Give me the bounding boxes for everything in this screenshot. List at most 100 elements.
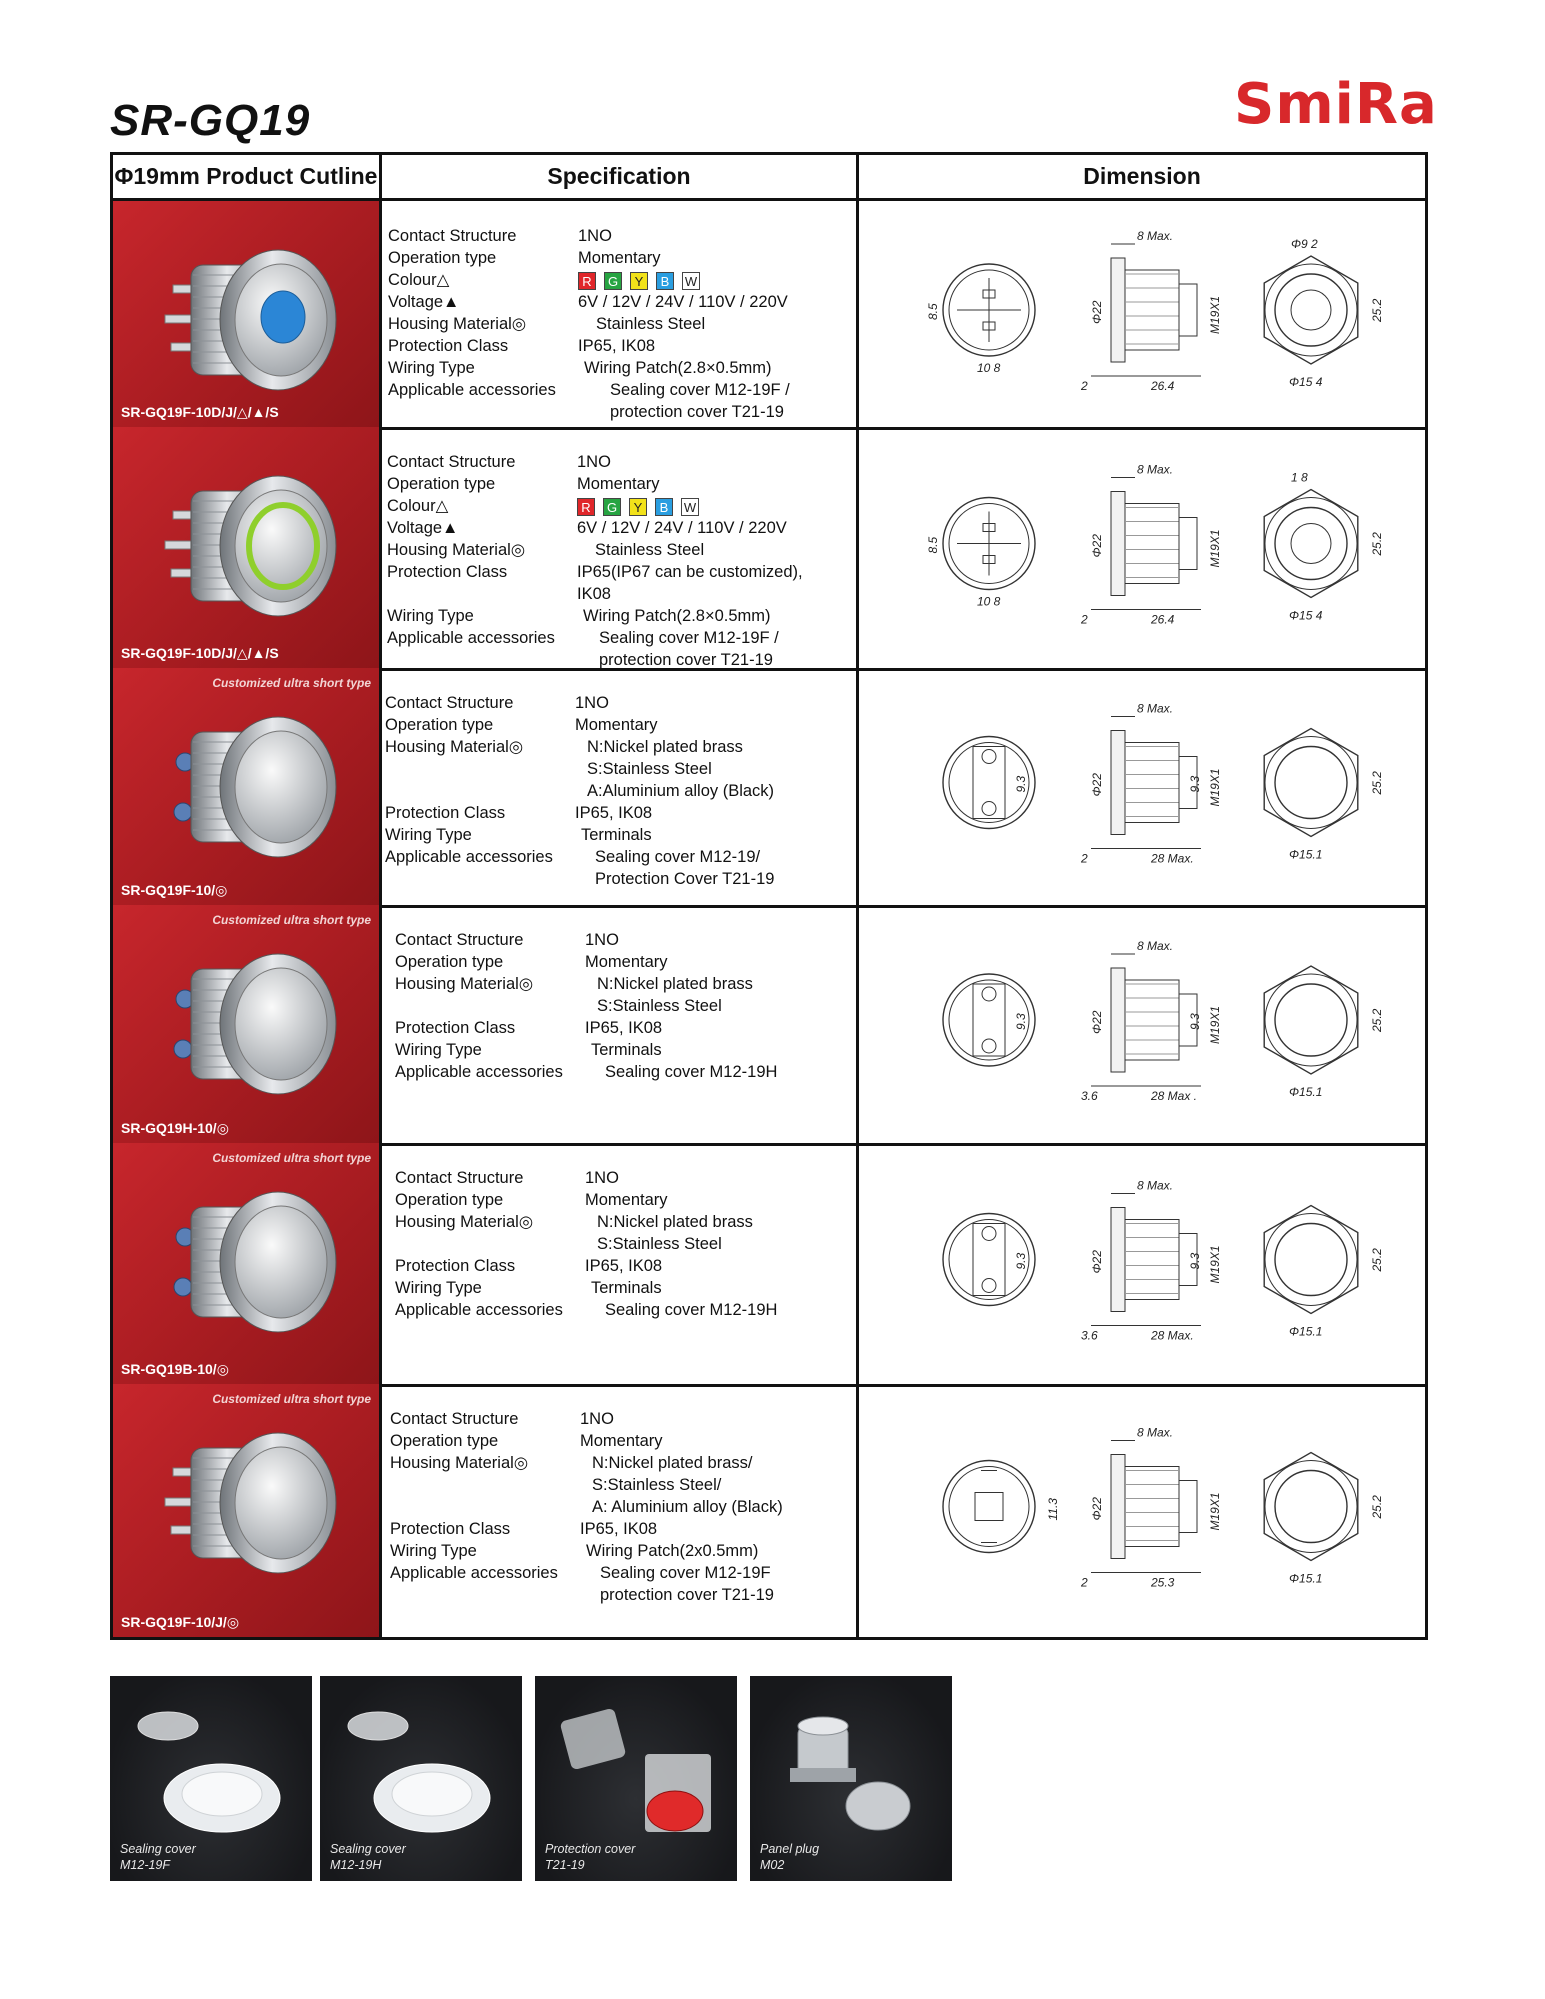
photo-tag: Customized ultra short type: [212, 913, 371, 927]
spec-label: Wiring Type: [388, 359, 475, 377]
spec-value: Momentary: [578, 249, 661, 267]
spec-label: Applicable accessories: [385, 848, 553, 866]
spec-value: Sealing cover M12-19H: [605, 1301, 778, 1319]
spec-value: Sealing cover M12-19F /: [599, 629, 779, 647]
spec-label: Protection Class: [385, 804, 506, 822]
dim-label: 2: [1080, 613, 1088, 627]
spec-label: Operation type: [387, 475, 496, 493]
accessory-code: M12-19F: [120, 1858, 171, 1872]
dim-label: 25.2: [1370, 1495, 1384, 1520]
accessory-name: Sealing cover: [330, 1842, 406, 1856]
spec-table: Φ19mm Product Cutline Specification Dime…: [110, 152, 1428, 1640]
spec-label: Protection Class: [387, 563, 508, 581]
spec-value: 1NO: [575, 694, 609, 712]
dim-label: 2: [1080, 379, 1088, 393]
accessory-name: Panel plug: [760, 1842, 820, 1856]
dim-label: 28 Max .: [1150, 1089, 1197, 1103]
spec-label: Protection Class: [395, 1019, 516, 1037]
dim-label: M19X1: [1208, 768, 1222, 806]
spec-value: Wiring Patch(2.8×0.5mm): [583, 607, 771, 625]
spec-value: N:Nickel plated brass: [597, 975, 753, 993]
spec-label: Applicable accessories: [387, 629, 555, 647]
spec-line: Applicable accessories Sealing cover M12-…: [387, 627, 849, 649]
spec-line: Contact Structure 1NO: [385, 692, 847, 714]
switch-photo-icon: [164, 249, 337, 391]
spec-value: S:Stainless Steel: [597, 997, 722, 1015]
spec-value: Terminals: [591, 1041, 662, 1059]
product-photo: SR-GQ19F-10D/J/△/▲/S: [113, 427, 379, 668]
dim-label: 11.3: [1046, 1498, 1060, 1521]
dim-label: 9.3: [1014, 1252, 1028, 1269]
spec-value: Terminals: [591, 1279, 662, 1297]
spec-label: Contact Structure: [395, 931, 524, 949]
dim-label: 26.4: [1150, 613, 1175, 627]
dim-label: Φ22: [1090, 300, 1104, 324]
spec-label: Wiring Type: [385, 826, 472, 844]
spec-value: 1NO: [585, 931, 619, 949]
colour-swatch: R: [577, 497, 595, 516]
spec-label: Wiring Type: [395, 1279, 482, 1297]
dim-label: Φ22: [1090, 1010, 1104, 1034]
spec-value: Terminals: [581, 826, 652, 844]
spec-line: Contact Structure 1NO: [395, 929, 857, 951]
accessory-icon: [137, 1711, 281, 1833]
spec-label: Operation type: [388, 249, 497, 267]
dim-label: Φ22: [1090, 773, 1104, 797]
spec-line: S:Stainless Steel: [395, 995, 857, 1017]
colour-swatch: B: [655, 497, 673, 516]
spec-label: Voltage▲: [388, 293, 460, 311]
dim-label: 8 Max.: [1137, 229, 1173, 243]
spec-value: Stainless Steel: [596, 315, 706, 333]
spec-line: S:Stainless Steel: [395, 1233, 857, 1255]
spec-label: Contact Structure: [390, 1410, 519, 1428]
switch-photo-icon: [173, 1191, 337, 1333]
spec-line: S:Stainless Steel: [385, 758, 847, 780]
dim-label: 3.6: [1081, 1329, 1098, 1343]
header-spec: Specification: [547, 163, 691, 189]
dim-label: 26.4: [1150, 379, 1175, 393]
dim-label: Φ15.1: [1289, 1085, 1322, 1099]
spec-label: Housing Material◎: [395, 1213, 534, 1231]
dim-label: 8 Max.: [1137, 939, 1173, 953]
dim-label: M19X1: [1208, 1245, 1222, 1283]
accessory-code: M12-19H: [330, 1858, 382, 1872]
dim-label: 8 Max.: [1137, 463, 1173, 477]
dim-label: Φ15 4: [1289, 609, 1323, 623]
dim-label: Φ22: [1090, 534, 1104, 558]
dim-label: 25.2: [1370, 298, 1384, 323]
spec-line: Housing Material◎N:Nickel plated brass: [385, 736, 847, 758]
spec-label: Contact Structure: [388, 227, 517, 245]
spec-label: Applicable accessories: [388, 381, 556, 399]
dim-label: M19X1: [1208, 296, 1222, 334]
spec-line: Protection Cover T21-19: [385, 868, 847, 890]
spec-value: Momentary: [585, 953, 668, 971]
spec-label: Housing Material◎: [390, 1454, 529, 1472]
brand-logo: SmiRa: [1234, 72, 1438, 137]
spec-label: Colour△: [387, 497, 449, 515]
spec-line: A:Aluminium alloy (Black): [385, 780, 847, 802]
colour-swatch: Y: [629, 497, 647, 516]
spec-label: Contact Structure: [385, 694, 514, 712]
dim-label: 10 8: [977, 361, 1001, 375]
spec-label: Wiring Type: [390, 1542, 477, 1560]
